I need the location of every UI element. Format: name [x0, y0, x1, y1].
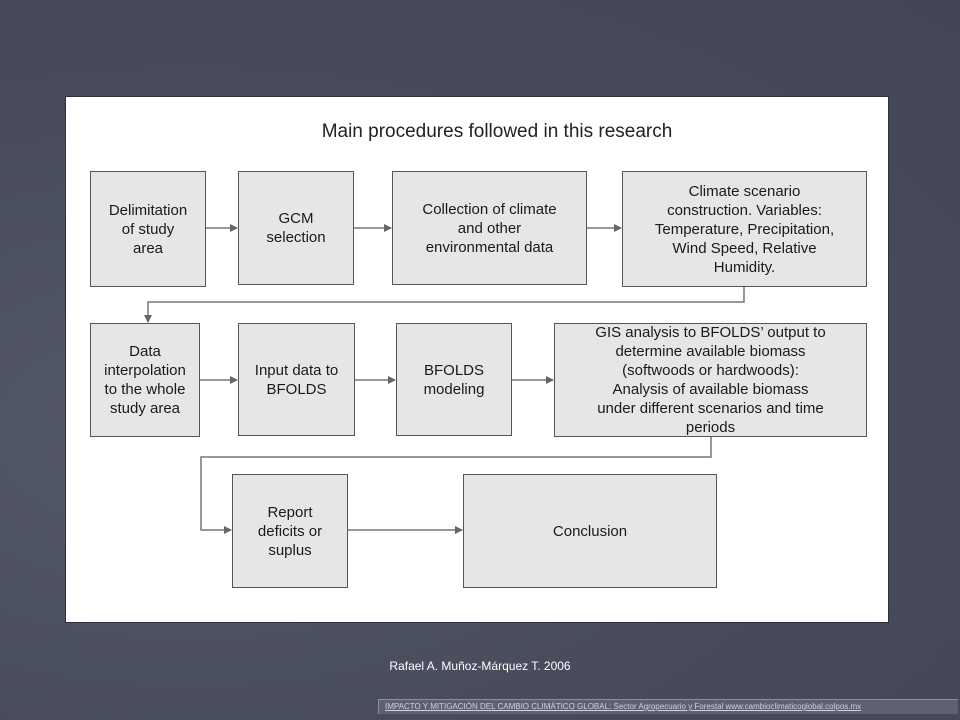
node-interpolation: Data interpolation to the whole study ar…	[90, 323, 200, 437]
footer-text[interactable]: IMPACTO Y MITIGACIÓN DEL CAMBIO CLIMÁTIC…	[385, 702, 862, 711]
node-conclusion: Conclusion	[463, 474, 717, 588]
diagram-title: Main procedures followed in this researc…	[321, 121, 673, 142]
node-gis-analysis: GIS analysis to BFOLDS’ output to determ…	[554, 323, 867, 437]
footer-bar: IMPACTO Y MITIGACIÓN DEL CAMBIO CLIMÁTIC…	[378, 699, 958, 714]
node-bfolds-modeling: BFOLDS modeling	[396, 323, 512, 436]
diagram-panel: Main procedures followed in this researc…	[65, 96, 889, 623]
arrow-scenario-to-interpolation	[144, 287, 745, 323]
node-report: Report deficits or suplus	[232, 474, 348, 588]
node-climate-scenario: Climate scenario construction. Variables…	[622, 171, 867, 287]
node-gcm-selection: GCM selection	[238, 171, 354, 285]
node-input-data: Input data to BFOLDS	[238, 323, 355, 436]
node-collection: Collection of climate and other environm…	[392, 171, 587, 285]
author-credit: Rafael A. Muñoz-Márquez T. 2006	[389, 659, 571, 673]
node-delimitation: Delimitation of study area	[90, 171, 206, 287]
